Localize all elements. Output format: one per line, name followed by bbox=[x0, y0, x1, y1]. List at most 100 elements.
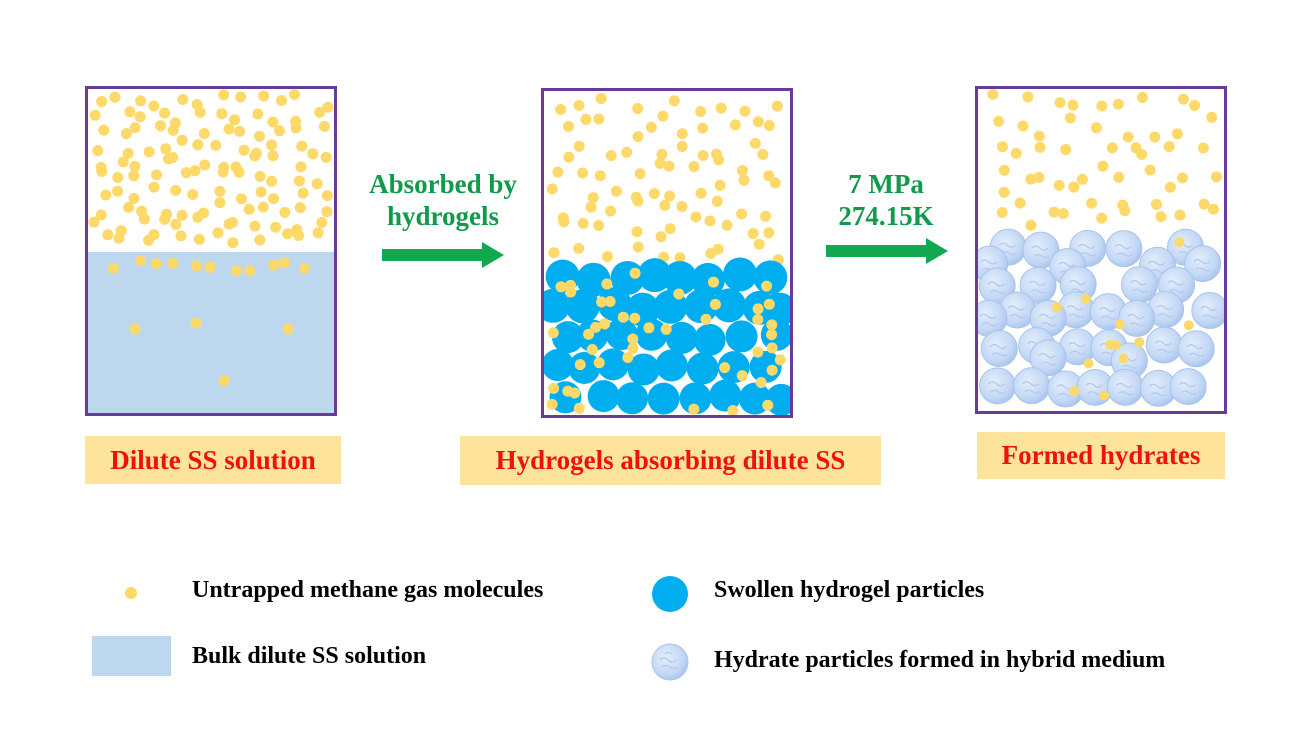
methane-dot-icon bbox=[676, 128, 688, 140]
methane-dot-icon bbox=[321, 206, 333, 218]
methane-dot-icon bbox=[1067, 99, 1079, 111]
hydrate-particle-icon bbox=[980, 330, 1018, 368]
methane-dot-icon bbox=[218, 89, 230, 101]
methane-dot-icon bbox=[1014, 197, 1026, 209]
methane-dot-icon bbox=[749, 137, 761, 149]
methane-dot-icon bbox=[711, 195, 723, 207]
methane-dot-icon bbox=[573, 100, 585, 111]
methane-dot-icon bbox=[562, 385, 574, 397]
hydrogel-particle-icon bbox=[725, 320, 758, 353]
methane-dot-icon bbox=[577, 167, 589, 179]
methane-dot-icon bbox=[227, 216, 238, 228]
methane-dot-icon bbox=[199, 159, 211, 171]
methane-dot-icon bbox=[1189, 100, 1201, 111]
hydrate-particle-icon bbox=[1145, 326, 1183, 364]
methane-dot-icon bbox=[276, 95, 287, 106]
methane-dot-icon bbox=[763, 120, 775, 131]
methane-dot-icon bbox=[254, 171, 266, 182]
methane-dot-icon bbox=[289, 89, 300, 100]
step-1-condition: Absorbed by hydrogels bbox=[348, 168, 538, 232]
methane-dot-icon bbox=[757, 148, 769, 160]
methane-dot-icon bbox=[596, 296, 608, 308]
methane-dot-icon bbox=[297, 187, 309, 199]
methane-dot-icon bbox=[229, 114, 241, 126]
methane-dot-icon bbox=[311, 178, 323, 190]
methane-dot-icon bbox=[236, 193, 247, 205]
methane-dot-icon bbox=[1048, 206, 1060, 218]
hydrate-texture bbox=[1068, 279, 1087, 293]
methane-dot-icon bbox=[125, 587, 137, 599]
methane-dot-icon bbox=[1080, 294, 1091, 304]
hydrogel-particle-icon bbox=[597, 348, 630, 381]
step-2-line-1: 7 MPa bbox=[848, 169, 924, 199]
hydrogel-particle-icon bbox=[587, 380, 620, 413]
panel-1-label: Dilute SS solution bbox=[85, 436, 341, 484]
hydrogel-particle-icon bbox=[712, 288, 747, 323]
methane-dot-icon bbox=[690, 211, 702, 223]
methane-dot-icon bbox=[307, 148, 319, 160]
bulk-solution-swatch bbox=[92, 636, 171, 676]
hydrogel-particle-icon bbox=[565, 289, 600, 324]
methane-dot-icon bbox=[155, 120, 166, 132]
methane-dot-icon bbox=[1010, 147, 1022, 159]
methane-dot-icon bbox=[738, 174, 750, 186]
hydrate-texture bbox=[1193, 258, 1212, 272]
methane-dot-icon bbox=[257, 201, 269, 213]
hydrogel-particle-icon bbox=[693, 323, 726, 356]
hydrate-particle-icon bbox=[651, 643, 689, 681]
hydrogel-particle-icon bbox=[647, 382, 680, 415]
methane-dot-icon bbox=[233, 166, 245, 178]
hydrate-texture bbox=[1068, 342, 1087, 355]
methane-dot-icon bbox=[632, 103, 644, 114]
methane-dot-icon bbox=[216, 108, 228, 120]
methane-dot-icon bbox=[1064, 112, 1076, 124]
methane-dot-icon bbox=[993, 115, 1005, 127]
methane-dot-icon bbox=[1119, 205, 1131, 217]
methane-dot-icon bbox=[217, 166, 229, 178]
methane-dot-icon bbox=[148, 100, 160, 112]
methane-dot-icon bbox=[1207, 203, 1219, 215]
methane-dot-icon bbox=[590, 321, 602, 333]
methane-dot-icon bbox=[648, 188, 660, 200]
methane-dot-icon bbox=[546, 183, 558, 195]
methane-dot-icon bbox=[766, 364, 778, 376]
methane-dot-icon bbox=[712, 243, 724, 255]
methane-dot-icon bbox=[128, 170, 140, 182]
hydrate-particle-icon bbox=[1191, 292, 1224, 330]
hydrate-texture bbox=[1078, 243, 1097, 257]
methane-dot-icon bbox=[762, 399, 774, 411]
methane-dot-icon bbox=[124, 106, 136, 118]
methane-dot-icon bbox=[1118, 353, 1129, 364]
methane-dot-icon bbox=[1034, 141, 1046, 153]
methane-dot-icon bbox=[695, 187, 707, 199]
methane-dot-icon bbox=[622, 352, 634, 363]
methane-dot-icon bbox=[700, 313, 712, 325]
methane-dot-icon bbox=[998, 164, 1010, 176]
methane-dot-icon bbox=[1054, 97, 1066, 109]
methane-dot-icon bbox=[656, 148, 668, 160]
panel-2-illustration bbox=[544, 93, 790, 415]
methane-dot-icon bbox=[595, 93, 607, 104]
methane-dot-icon bbox=[151, 169, 163, 181]
methane-dot-icon bbox=[763, 227, 775, 239]
hydrogel-particle-icon bbox=[627, 353, 660, 386]
methane-dot-icon bbox=[766, 342, 778, 354]
methane-dot-icon bbox=[760, 210, 772, 222]
methane-dot-icon bbox=[296, 140, 308, 152]
methane-dot-icon bbox=[1099, 390, 1110, 401]
methane-dot-icon bbox=[998, 186, 1010, 198]
methane-dot-icon bbox=[729, 119, 741, 131]
methane-dot-icon bbox=[1177, 172, 1188, 184]
methane-dot-icon bbox=[1174, 209, 1186, 221]
hydrogel-particle-icon bbox=[679, 382, 712, 415]
methane-dot-icon bbox=[715, 102, 727, 114]
methane-dot-icon bbox=[563, 121, 574, 132]
hydrate-particle-icon bbox=[1169, 368, 1207, 406]
methane-dot-icon bbox=[95, 209, 107, 221]
hydrogel-particle-icon bbox=[544, 288, 571, 323]
methane-dot-icon bbox=[1057, 208, 1069, 220]
methane-dot-icon bbox=[629, 267, 641, 279]
methane-dot-icon bbox=[1114, 319, 1125, 330]
methane-dot-icon bbox=[120, 128, 132, 140]
hydrate-texture bbox=[1038, 313, 1057, 327]
